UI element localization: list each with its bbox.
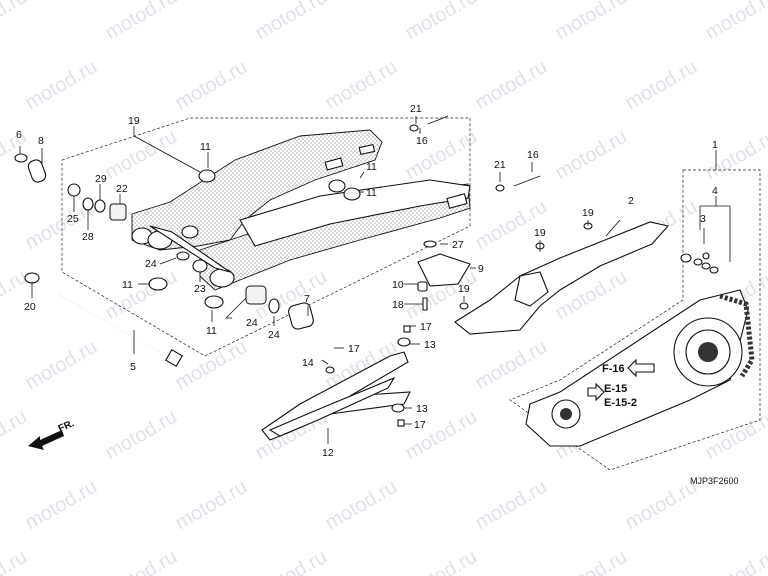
watermark-text: motod.ru: [552, 0, 631, 44]
part-label: 25: [67, 213, 79, 225]
swingarm-group: [61, 117, 471, 357]
part-label: 11: [122, 279, 133, 291]
part-label: 23: [194, 283, 206, 295]
part-label: 11: [206, 325, 217, 337]
watermark-text: motod.ru: [402, 546, 481, 576]
pivot-hardware: [14, 153, 314, 367]
part-label: 16: [527, 149, 539, 161]
part-label: 4: [712, 185, 718, 197]
part-label: 28: [82, 231, 94, 243]
watermark-text: motod.ru: [172, 56, 251, 115]
watermark-text: motod.ru: [472, 336, 551, 395]
front-label: FR.: [57, 418, 76, 435]
watermark-text: motod.ru: [702, 0, 768, 44]
watermark-text: motod.ru: [252, 0, 331, 44]
drive-chain: [509, 169, 761, 471]
part-label: 19: [128, 115, 140, 127]
watermark-text: motod.ru: [252, 546, 331, 576]
front-direction-indicator: [28, 430, 64, 450]
part-label: 17: [420, 321, 432, 333]
watermark-text: motod.ru: [552, 546, 631, 576]
watermark-text: motod.ru: [0, 546, 31, 576]
watermark-text: motod.ru: [702, 546, 768, 576]
part-label: 1: [712, 139, 718, 151]
part-label: 24: [246, 317, 258, 329]
watermark-text: motod.ru: [402, 406, 481, 465]
watermark-text: motod.ru: [22, 336, 101, 395]
part-label: 29: [95, 173, 107, 185]
part-label: 11: [366, 161, 377, 173]
watermark-text: motod.ru: [22, 476, 101, 535]
part-label: 16: [416, 135, 428, 147]
watermark-text: motod.ru: [402, 0, 481, 44]
part-label: 2: [628, 195, 634, 207]
part-label: 10: [392, 279, 404, 291]
bolts: [409, 115, 541, 192]
part-label: 20: [24, 301, 36, 313]
part-label: 19: [534, 227, 546, 239]
ref-e15-2: E-15-2: [604, 397, 637, 409]
watermark-text: motod.ru: [102, 0, 181, 44]
part-labels: 6 8 19 11 29 22 25 28 20 5 11 24 23 11 2…: [16, 103, 718, 459]
ref-e15: E-15: [604, 383, 627, 395]
watermark-text: motod.ru: [402, 126, 481, 185]
watermark-text: motod.ru: [472, 476, 551, 535]
watermark-text: motod.ru: [22, 56, 101, 115]
part-label: 27: [452, 239, 464, 251]
part-label: 22: [116, 183, 128, 195]
part-label: 18: [392, 299, 404, 311]
slider-bracket: [417, 240, 471, 311]
watermark-text: motod.ru: [102, 266, 181, 325]
part-label: 24: [268, 329, 280, 341]
watermark-text: motod.ru: [552, 126, 631, 185]
part-label: 7: [304, 293, 310, 305]
watermark-text: motod.ru: [622, 56, 701, 115]
part-label: 21: [410, 103, 422, 115]
part-label: 19: [458, 283, 470, 295]
part-label: 24: [145, 258, 157, 270]
diagram-code: MJP3F2600: [690, 476, 739, 486]
watermark-text: motod.ru: [472, 56, 551, 115]
part-label: 21: [494, 159, 506, 171]
part-label: 6: [16, 129, 22, 141]
watermark-text: motod.ru: [322, 56, 401, 115]
watermark-text: motod.ru: [102, 406, 181, 465]
watermark-text: motod.ru: [172, 336, 251, 395]
part-label: 14: [302, 357, 314, 369]
part-label: 11: [200, 141, 211, 153]
part-label: 13: [416, 403, 428, 415]
part-label: 17: [414, 419, 426, 431]
part-label: 12: [322, 447, 334, 459]
leader-lines: [19, 116, 731, 444]
watermark-text: motod.ru: [0, 0, 31, 44]
watermark-text: motod.ru: [702, 126, 768, 185]
watermark-text: motod.ru: [172, 476, 251, 535]
chain-case: [454, 221, 670, 335]
part-label: 17: [348, 343, 360, 355]
chain-slider: [261, 325, 411, 441]
part-label: 9: [478, 263, 484, 275]
part-label: 5: [130, 361, 136, 373]
part-label: 8: [38, 135, 44, 147]
part-label: 19: [582, 207, 594, 219]
ref-f16: F-16: [602, 363, 625, 375]
watermark-text: motod.ru: [322, 476, 401, 535]
watermark-text: motod.ru: [0, 406, 31, 465]
watermark-text: motod.ru: [622, 476, 701, 535]
watermark-text: motod.ru: [702, 406, 768, 465]
part-label: 3: [700, 213, 706, 225]
part-label: 13: [424, 339, 436, 351]
part-label: 11: [366, 187, 377, 199]
watermark-text: motod.ru: [102, 546, 181, 576]
